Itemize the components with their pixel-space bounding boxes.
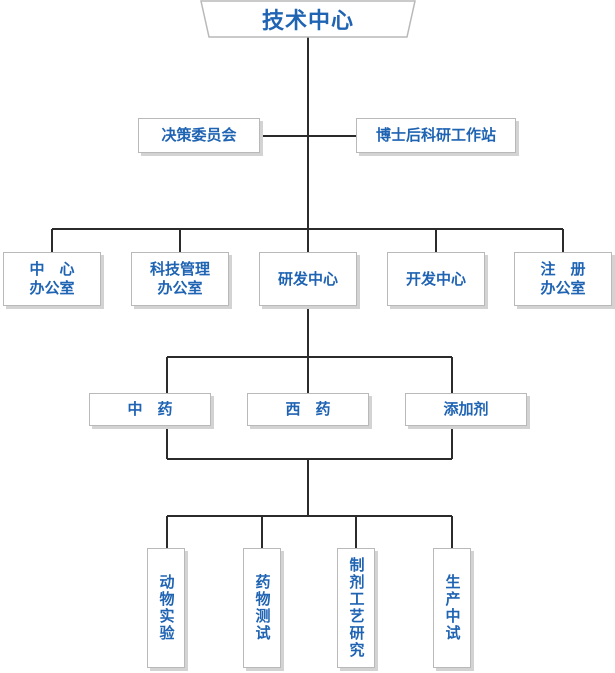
pilot-production-box: 生产中试 [433,548,471,668]
registration-office-label: 注 册 办公室 [540,260,586,297]
animal-experiment-label: 动物实验 [157,574,176,642]
additive-division-label: 添加剂 [443,400,489,418]
center-office-label: 中 心 办公室 [29,260,75,297]
title-banner [200,0,416,38]
decision-committee-label: 决策委员会 [161,126,237,144]
postdoc-station-box: 博士后科研工作站 [356,118,516,153]
rd-center-box: 研发中心 [259,252,357,306]
center-office-box: 中 心 办公室 [3,252,101,306]
formulation-process-label: 制剂工艺研究 [347,557,366,659]
pilot-production-label: 生产中试 [443,574,462,642]
western-medicine-division-box: 西 药 [247,393,369,426]
postdoc-station-label: 博士后科研工作站 [375,126,496,144]
western-medicine-division-label: 西 药 [285,400,331,418]
drug-testing-box: 药物测试 [243,548,281,668]
tcm-division-box: 中 药 [89,393,211,426]
rd-center-label: 研发中心 [277,269,338,288]
development-center-box: 开发中心 [387,252,485,306]
development-center-label: 开发中心 [405,269,466,288]
registration-office-box: 注 册 办公室 [514,252,612,306]
drug-testing-label: 药物测试 [253,574,272,642]
animal-experiment-box: 动物实验 [147,548,185,668]
decision-committee-box: 决策委员会 [138,118,260,153]
tcm-division-label: 中 药 [127,400,173,418]
additive-division-box: 添加剂 [405,393,527,426]
tech-management-office-label: 科技管理 办公室 [149,260,210,297]
tech-management-office-box: 科技管理 办公室 [131,252,229,306]
formulation-process-box: 制剂工艺研究 [337,548,375,668]
chart-title: 技术中心 [261,9,354,34]
